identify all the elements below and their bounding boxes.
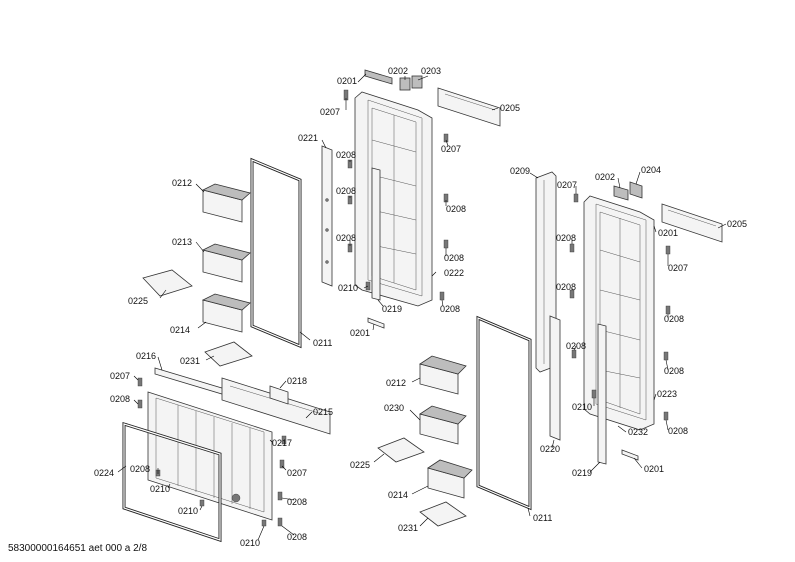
right-door-bins	[377, 355, 473, 527]
part-label-0204: 0204	[641, 165, 661, 175]
drawer-front-frame	[147, 391, 273, 521]
part-label-0208: 0208	[440, 304, 460, 314]
part-label-0202: 0202	[595, 172, 615, 182]
part-label-0220: 0220	[540, 444, 560, 454]
part-label-0208: 0208	[336, 150, 356, 160]
part-label-0210: 0210	[150, 484, 170, 494]
part-label-0216: 0216	[136, 351, 156, 361]
part-label-0217: 0217	[272, 438, 292, 448]
part-label-0213: 0213	[172, 237, 192, 247]
part-label-0215: 0215	[313, 407, 333, 417]
part-label-0208: 0208	[566, 341, 586, 351]
part-label-0210: 0210	[178, 506, 198, 516]
part-label-0205: 0205	[727, 219, 747, 229]
part-label-0208: 0208	[556, 233, 576, 243]
part-label-0208: 0208	[336, 233, 356, 243]
part-label-0208: 0208	[446, 204, 466, 214]
drawer-gasket-0224	[122, 421, 222, 543]
part-label-0231: 0231	[398, 523, 418, 533]
part-label-0207: 0207	[557, 180, 577, 190]
part-label-0210: 0210	[240, 538, 260, 548]
leader-lines	[117, 73, 727, 541]
part-label-0208: 0208	[287, 497, 307, 507]
left-door-gasket-0211	[250, 157, 302, 349]
part-label-0211: 0211	[533, 513, 552, 523]
part-label-0202: 0202	[388, 66, 408, 76]
part-label-0214: 0214	[170, 325, 190, 335]
part-label-0201: 0201	[658, 228, 678, 238]
drawer-slide-0215	[221, 377, 331, 435]
part-label-0207: 0207	[110, 371, 130, 381]
part-label-0201: 0201	[350, 328, 370, 338]
part-label-0208: 0208	[444, 253, 464, 263]
part-label-0208: 0208	[664, 314, 684, 324]
part-label-0222: 0222	[444, 268, 464, 278]
part-label-0207: 0207	[441, 144, 461, 154]
part-label-0210: 0210	[338, 283, 358, 293]
right-door-rod-0219	[597, 323, 607, 465]
part-label-0201: 0201	[337, 76, 357, 86]
part-label-0212: 0212	[386, 378, 406, 388]
part-label-0212: 0212	[172, 178, 192, 188]
part-label-0218: 0218	[287, 376, 307, 386]
left-door-rod-0222	[371, 167, 381, 301]
part-label-0225: 0225	[128, 296, 148, 306]
part-label-0207: 0207	[287, 468, 307, 478]
part-label-0209: 0209	[510, 166, 530, 176]
part-label-0231: 0231	[180, 356, 200, 366]
part-label-0223: 0223	[657, 389, 677, 399]
right-door-gasket-0211	[476, 315, 532, 511]
part-label-0205: 0205	[500, 103, 520, 113]
part-label-0208: 0208	[130, 464, 150, 474]
part-label-0225: 0225	[350, 460, 370, 470]
part-label-0208: 0208	[668, 426, 688, 436]
part-label-0208: 0208	[664, 366, 684, 376]
part-label-0221: 0221	[298, 133, 318, 143]
part-label-0207: 0207	[320, 107, 340, 117]
part-label-0207: 0207	[668, 263, 688, 273]
left-door-bins	[142, 183, 253, 367]
right-door-rail-0220	[549, 315, 561, 441]
part-labels: 0201 0202 0203 0205 0207 0221 0208 0207 …	[94, 66, 747, 548]
part-label-0208: 0208	[556, 282, 576, 292]
part-label-0214: 0214	[388, 490, 408, 500]
part-label-0208: 0208	[287, 532, 307, 542]
part-label-0232: 0232	[628, 427, 648, 437]
part-label-0230: 0230	[384, 403, 404, 413]
left-door-hardware	[343, 89, 449, 329]
right-door-hardware	[569, 193, 671, 461]
part-label-0219: 0219	[572, 468, 592, 478]
part-label-0208: 0208	[336, 186, 356, 196]
document-id-footer: 58300000164651 aet 000 a 2/8	[8, 543, 148, 554]
part-label-0224: 0224	[94, 468, 114, 478]
part-label-0211: 0211	[313, 338, 332, 348]
left-door-side-rail-0221	[321, 145, 333, 287]
part-label-0203: 0203	[421, 66, 441, 76]
part-label-0208: 0208	[110, 394, 130, 404]
part-label-0210: 0210	[572, 402, 592, 412]
part-label-0219: 0219	[382, 304, 402, 314]
part-label-0201: 0201	[644, 464, 664, 474]
